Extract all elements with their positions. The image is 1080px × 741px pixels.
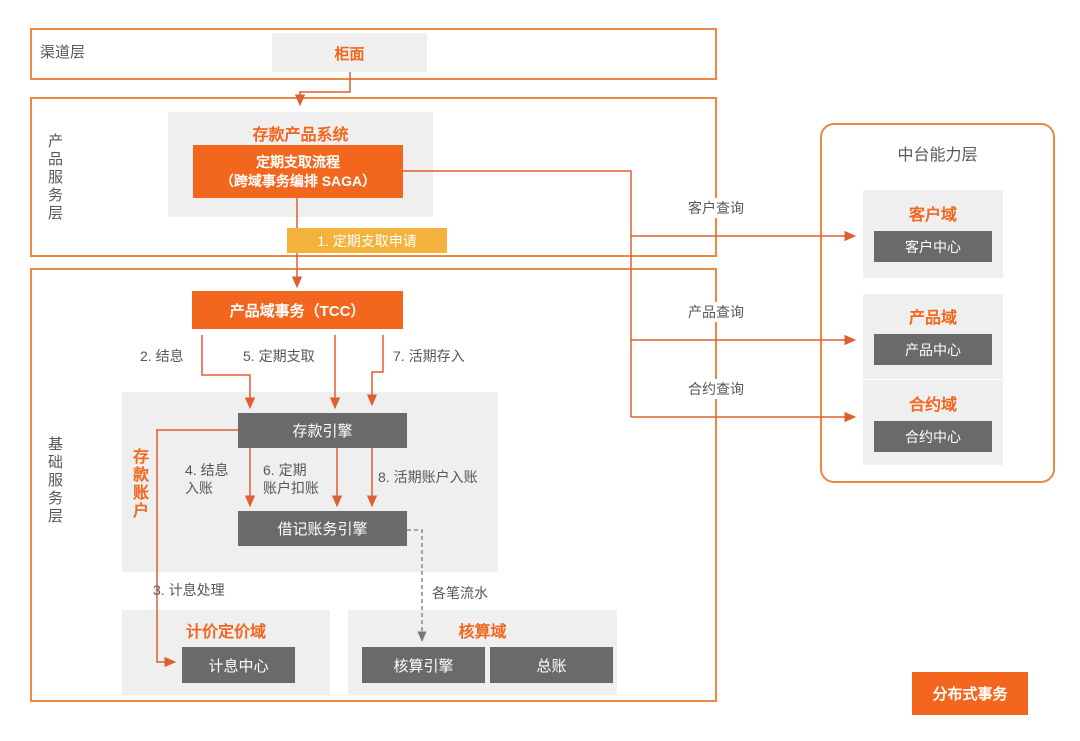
step8-label: 8. 活期账户入账 (378, 469, 478, 485)
tcc-transaction-box: 产品域事务（TCC） (192, 291, 403, 329)
product-service-layer-label: 产品服务层 (46, 133, 63, 223)
saga-title-line2: （跨域事务编排 SAGA） (219, 172, 377, 189)
contract-query-label: 合约查询 (685, 379, 747, 399)
interest-center-box: 计息中心 (182, 647, 295, 683)
product-service-layer-box (30, 97, 717, 257)
distributed-transaction-badge: 分布式事务 (912, 672, 1028, 715)
deposit-product-system-title: 存款产品系统 (252, 127, 349, 144)
deposit-engine-box: 存款引擎 (238, 413, 407, 448)
accounting-engine-box: 核算引擎 (362, 647, 485, 683)
step6-line1: 6. 定期 (263, 462, 307, 478)
step7-label: 7. 活期存入 (393, 348, 465, 364)
product-domain-title: 产品域 (908, 310, 957, 327)
step5-label: 5. 定期支取 (243, 348, 315, 364)
debit-accounting-engine-box: 借记账务引擎 (238, 511, 407, 546)
step4-line2: 入账 (185, 480, 213, 496)
accounting-domain-title: 核算域 (458, 624, 507, 641)
saga-title-line1: 定期支取流程 (256, 153, 340, 170)
base-service-layer-box (30, 268, 717, 702)
channel-layer-box (30, 28, 717, 80)
flow-label: 各笔流水 (432, 585, 488, 601)
customer-domain-title: 客户域 (908, 207, 957, 224)
contract-center-box: 合约中心 (874, 421, 992, 452)
channel-layer-label: 渠道层 (40, 44, 86, 61)
step6-label: 6. 定期 账户扣账 (263, 461, 319, 497)
general-ledger-box: 总账 (490, 647, 613, 683)
product-query-label: 产品查询 (685, 302, 747, 322)
deposit-account-label: 存款账户 (130, 448, 147, 520)
pricing-domain-title: 计价定价域 (185, 624, 266, 641)
customer-center-box: 客户中心 (874, 231, 992, 262)
step2-label: 2. 结息 (140, 348, 184, 364)
product-center-box: 产品中心 (874, 334, 992, 365)
counter-label: 柜面 (334, 46, 365, 63)
step1-withdraw-request-box: 1. 定期支取申请 (287, 228, 447, 253)
step4-line1: 4. 结息 (185, 462, 229, 478)
step4-label: 4. 结息 入账 (185, 461, 229, 497)
customer-query-label: 客户查询 (685, 198, 747, 218)
platform-layer-title: 中台能力层 (897, 147, 978, 164)
base-service-layer-label: 基础服务层 (46, 436, 63, 526)
saga-process-box: 定期支取流程 （跨域事务编排 SAGA） (193, 145, 403, 198)
contract-domain-title: 合约域 (908, 397, 957, 414)
step6-line2: 账户扣账 (263, 480, 319, 496)
step3-label: 3. 计息处理 (153, 582, 225, 598)
counter-card (272, 33, 427, 72)
